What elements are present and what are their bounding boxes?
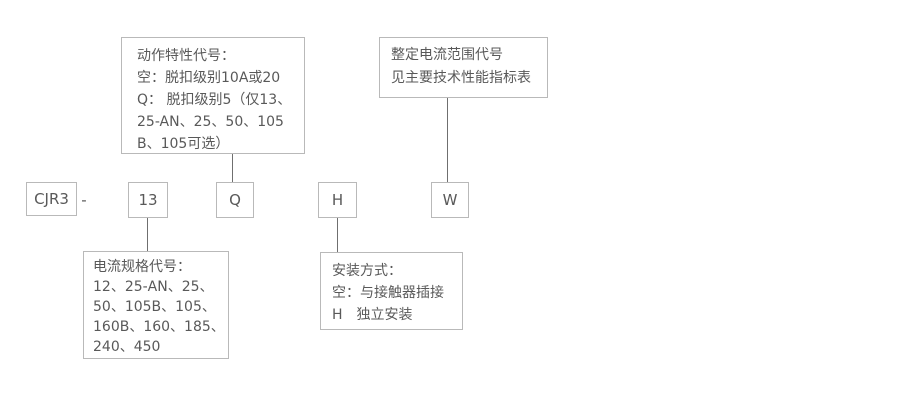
- callout-current-line-4: 160B、160、185、: [93, 319, 225, 335]
- current-spec-code-box: 13: [128, 182, 168, 218]
- callout-current-range: 整定电流范围代号 见主要技术性能指标表: [379, 37, 548, 98]
- mounting-code-label: H: [331, 191, 344, 209]
- callout-action-line-2: 空：脱扣级别10A或20: [137, 70, 281, 86]
- model-prefix-label: CJR3: [34, 190, 69, 208]
- callout-action-line-1: 动作特性代号：: [137, 48, 235, 64]
- callout-range-line-1: 整定电流范围代号: [391, 47, 503, 63]
- callout-current-line-1: 电流规格代号：: [93, 259, 191, 275]
- action-characteristic-code-label: Q: [229, 191, 241, 209]
- connector-action-callout-to-q-box: [232, 154, 233, 182]
- current-range-code-box: W: [431, 182, 469, 218]
- callout-mount-line-2: 空：与接触器插接: [332, 285, 444, 301]
- callout-action-characteristic: 动作特性代号： 空：脱扣级别10A或20 Q： 脱扣级别5（仅13、 25-AN…: [121, 37, 305, 154]
- callout-action-line-4: 25-AN、25、50、105: [137, 114, 284, 130]
- callout-current-line-3: 50、105B、105、: [93, 299, 216, 315]
- callout-current-line-5: 240、450: [93, 339, 161, 355]
- callout-mount-line-1: 安装方式：: [332, 263, 402, 279]
- connector-h-box-to-mounting-callout: [337, 218, 338, 252]
- current-spec-code-label: 13: [138, 191, 158, 209]
- callout-action-line-3: Q： 脱扣级别5（仅13、: [137, 92, 292, 108]
- callout-current-spec: 电流规格代号： 12、25-AN、25、 50、105B、105、 160B、1…: [83, 251, 229, 359]
- callout-current-line-2: 12、25-AN、25、: [93, 279, 214, 295]
- callout-range-line-2: 见主要技术性能指标表: [391, 70, 531, 86]
- connector-13-box-to-current-callout: [147, 218, 148, 251]
- connector-range-callout-to-w-box: [447, 98, 448, 182]
- callout-action-line-5: B、105可选）: [137, 136, 230, 152]
- mounting-code-box: H: [318, 182, 357, 218]
- callout-mount-line-3: H 独立安装: [332, 307, 413, 323]
- model-prefix-box: CJR3: [26, 182, 77, 216]
- model-separator-dash: -: [81, 191, 87, 209]
- action-characteristic-code-box: Q: [216, 182, 254, 218]
- callout-mounting-method: 安装方式： 空：与接触器插接 H 独立安装: [320, 252, 463, 330]
- current-range-code-label: W: [442, 191, 458, 209]
